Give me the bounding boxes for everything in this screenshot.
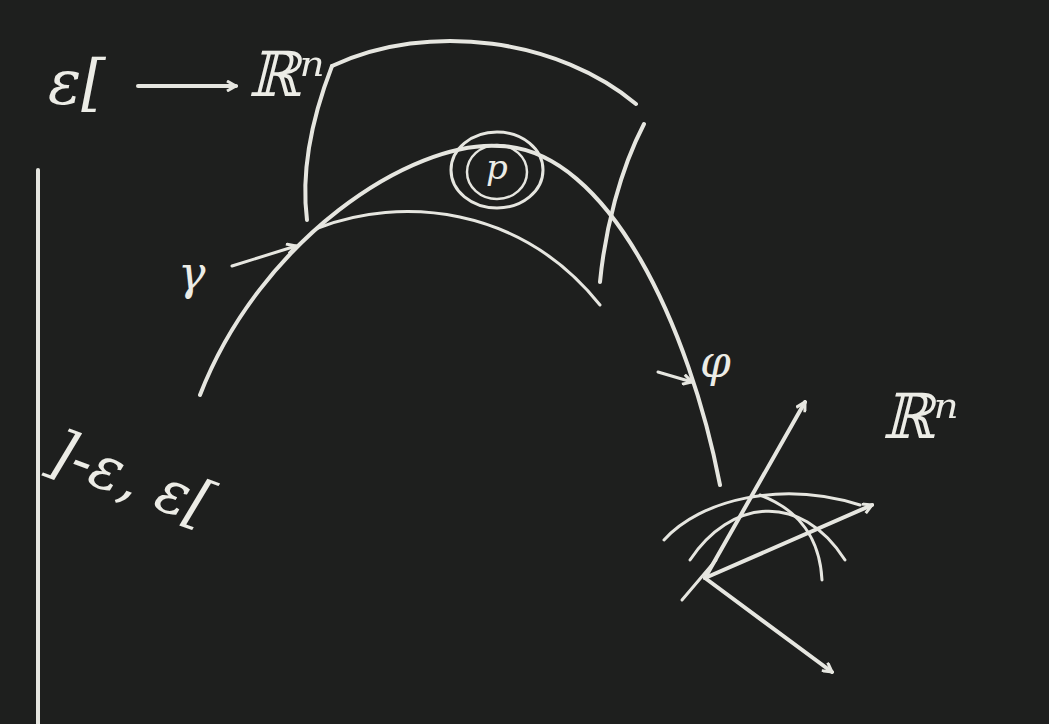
- vector-arrow: [705, 505, 872, 578]
- point-label: p: [486, 150, 508, 184]
- divider-line: [36, 170, 40, 724]
- curve-sketch: [760, 495, 822, 580]
- space-label: ℝⁿ: [248, 44, 325, 106]
- leader-arrow: [232, 246, 296, 266]
- curve-label: γ: [178, 250, 206, 296]
- interval-label: ]-ε, ε[: [41, 420, 221, 534]
- curve: [200, 146, 720, 485]
- curve-sketch: [690, 511, 845, 560]
- curve-sketch: [664, 494, 860, 540]
- map-label: φ: [700, 340, 731, 384]
- chart-edge: [332, 41, 636, 104]
- vector-arrow: [705, 402, 805, 578]
- space-label: ℝⁿ: [882, 386, 959, 448]
- neighbourhood-circle: [451, 132, 543, 208]
- curve-sketch: [682, 560, 716, 600]
- map-arrow: [658, 372, 692, 382]
- vector-arrow: [705, 578, 832, 672]
- inner-arc: [318, 212, 600, 305]
- map-arrow: [138, 84, 236, 88]
- interval-end: ε[: [48, 52, 105, 114]
- neighbourhood-circle: [467, 145, 527, 199]
